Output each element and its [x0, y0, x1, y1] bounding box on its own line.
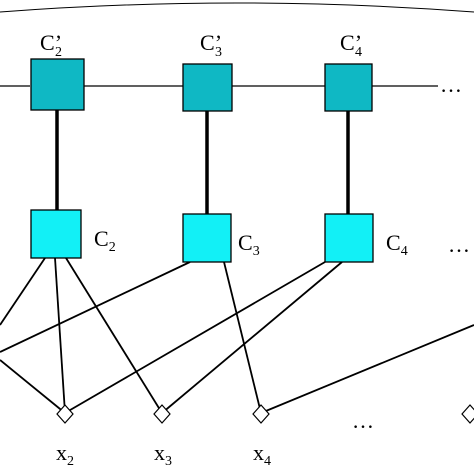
edge-c2-x2: [54, 257, 66, 414]
bottom-label-c3: C3: [238, 230, 260, 259]
top-label-c2: C’2: [40, 30, 62, 60]
edge-c2-left: [0, 257, 46, 326]
edge-c4-x2: [64, 261, 326, 414]
variable-diamond-x2: [56, 404, 74, 424]
bottom-label-c2: C2: [94, 226, 116, 255]
ellipsis-middle: …: [448, 232, 470, 257]
ellipsis-bottom: …: [352, 408, 374, 433]
top-node-c4: [324, 63, 373, 112]
variable-diamond-x3: [153, 404, 171, 424]
edge-c4-x3: [161, 261, 343, 414]
edge-left-x2: [0, 359, 66, 414]
edge-c2-x3: [65, 257, 163, 414]
bottom-node-c2: [30, 209, 82, 259]
top-label-c4: C’4: [340, 30, 362, 60]
top-node-c2: [30, 58, 85, 111]
bottom-label-c4: C4: [386, 230, 408, 259]
top-node-c3: [182, 63, 233, 112]
top-arc: [0, 2, 474, 13]
edge-right-x4: [260, 324, 474, 414]
variable-diamond-partial: [461, 404, 474, 424]
variable-label-x3: x3: [154, 440, 172, 469]
variable-label-x2: x2: [56, 440, 74, 469]
edge-c3-x4: [223, 261, 262, 414]
ellipsis-top: …: [440, 72, 462, 97]
bottom-node-c3: [182, 213, 232, 263]
bottom-node-c4: [324, 213, 374, 263]
edge-c3-left: [0, 261, 191, 353]
variable-label-x4: x4: [253, 440, 271, 469]
variable-diamond-x4: [252, 404, 270, 424]
top-label-c3: C’3: [200, 30, 222, 60]
